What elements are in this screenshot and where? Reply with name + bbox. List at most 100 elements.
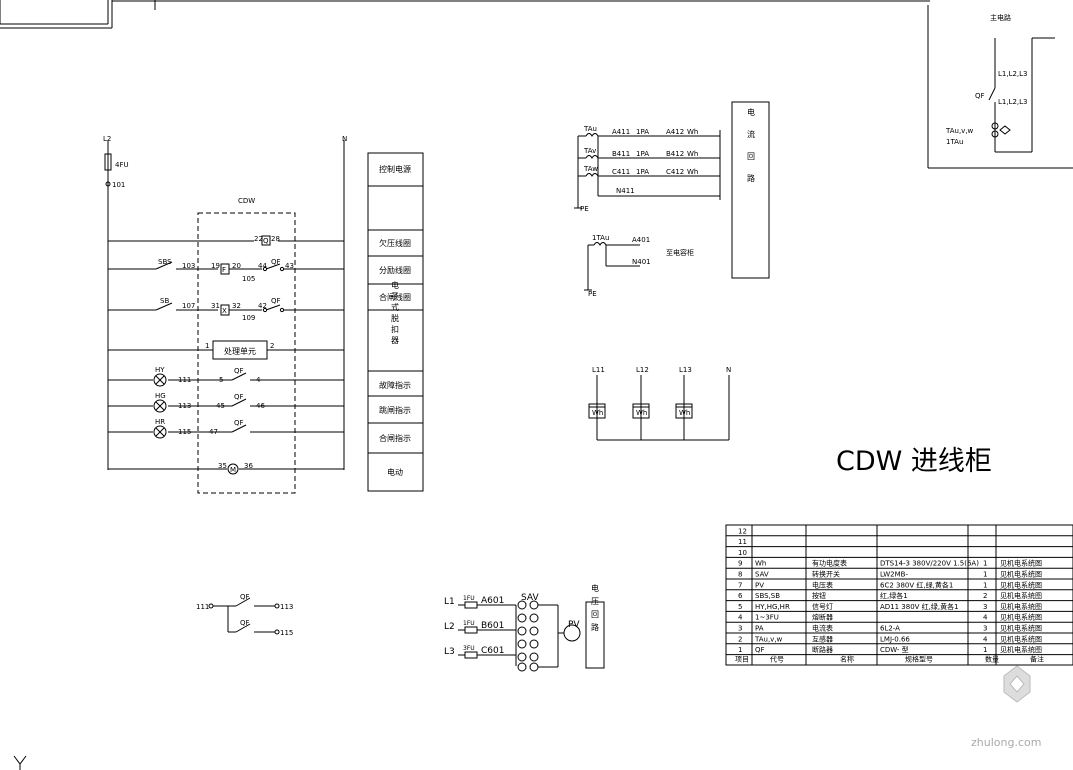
bom-cell: PV [755,581,764,589]
bom-cell: HY,HG,HR [755,603,790,611]
n105: 105 [242,275,255,283]
term-22: 22 [254,235,263,243]
mc-bus: L1,L2,L3 [998,70,1028,78]
bom-header-cell: 备注 [1030,655,1044,664]
bom-cell: 6L2-A [880,625,900,633]
t19: 19 [211,262,220,270]
cc-wh1: Wh [687,128,698,136]
t44: 44 [258,262,267,270]
sbs-label: SBS [158,258,172,266]
vc-l2: L2 [444,622,455,632]
cdw-label: CDW [238,197,255,205]
watermark-logo [1003,665,1031,703]
side-label-trip: 跳闸指示 [379,405,411,415]
bom-cell: AD11 380V 红,绿,黄各1 [880,602,959,611]
cc-ta1: TAu [583,125,597,133]
processing-unit-label: 处理单元 [224,346,256,356]
sb-label: SB [160,297,169,305]
bom-cell: 7 [738,581,742,589]
bom-cell: 有功电度表 [812,559,847,568]
bom-header-cell: 代号 [770,655,784,664]
vc-l3: L3 [444,647,455,657]
control-circuit [104,140,345,494]
aux-qf-b: QF [240,619,250,627]
cc-pe: PE [580,205,589,213]
bom-table [725,524,1073,666]
bom-cell: 4 [738,614,743,622]
bom-cell: 按钮 [812,591,826,600]
t20: 20 [232,262,241,270]
bom-header-cell: 项目 [735,656,749,664]
bom-cell: 信号灯 [812,602,833,611]
bom-cell: 1 [983,571,987,579]
bom-cell: TAu,v,w [754,635,783,643]
bom-cell: 6C2 380V 红,绿,黄各1 [880,580,953,589]
fuse-label: 4FU [115,161,129,169]
lamp-hg [153,399,167,413]
bom-cell: 见机电系统图 [1000,580,1042,589]
aux-113: 113 [280,603,293,611]
bom-cell: 6 [738,592,743,600]
mc-ta: TAu,v,w [945,127,974,135]
cc-b411: B411 [612,150,630,158]
term-28: 28 [271,235,280,243]
bom-cell: 1 [738,646,742,654]
node-101: 101 [112,181,125,189]
vm-l13: L13 [679,366,692,374]
qf3-label: QF [234,367,244,375]
aux-111: 111 [196,603,209,611]
bom-cell: 红,绿各1 [880,591,908,600]
f-box-label: F [222,266,226,274]
bom-cell: PA [755,625,764,633]
bom-cell: 互感器 [812,634,833,643]
mc-title: 主电路 [990,13,1011,22]
bom-cell: LMJ-0.66 [880,635,910,643]
vc-c601: C601 [481,646,504,656]
proc-out: 2 [270,342,274,350]
bom-cell: 1 [983,646,987,654]
cc-pa3: 1PA [636,168,649,176]
aux-contacts [208,597,280,635]
term-q: Q [263,237,269,245]
cc-wh3: Wh [687,168,698,176]
aux-qf-a: QF [240,593,250,601]
bom-cell: 5 [738,603,742,611]
frame-corner [0,0,930,29]
vm-m1: Wh [592,409,603,417]
cc-pe2: PE [588,290,597,298]
cc-note: 至电容柜 [666,248,694,257]
lamp-hy [153,373,167,387]
vm-m2: Wh [636,409,647,417]
hr-label: HR [155,418,165,426]
bom-header-cell: 数量 [985,655,999,664]
vc-fu2: 1FU [463,620,475,627]
drawing-title: CDW 进线柜 [836,446,992,477]
cc-a412: A412 [666,128,684,136]
cc-ta3: TAw [583,165,598,173]
t5: 5 [219,376,223,384]
vc-fu1: 1FU [463,595,475,602]
bom-cell: 见机电系统图 [1000,602,1042,611]
hg-label: HG [155,392,166,400]
t46: 46 [256,402,265,410]
cc-c411: C411 [612,168,630,176]
n109: 109 [242,314,255,322]
cc-b412: B412 [666,150,684,158]
bom-cell: 3 [738,625,742,633]
bom-cell: 2 [983,592,987,600]
motor-label: M [230,466,236,474]
cc-n411: N411 [616,187,635,195]
n113: 113 [178,402,191,410]
qf4-label: QF [234,393,244,401]
cc-pa2: 1PA [636,150,649,158]
aux-115: 115 [280,629,293,637]
cc-n401: N401 [632,258,651,266]
bom-cell: 4 [983,614,988,622]
bom-cell: 见机电系统图 [1000,559,1042,568]
current-circuit-box-label: 电流回路 [747,107,756,196]
side-label-shunt: 分励线圈 [379,265,411,275]
n103: 103 [182,262,195,270]
t31: 31 [211,302,220,310]
bom-cell: 4 [983,635,988,643]
bom-cell: SBS,SB [755,592,780,600]
